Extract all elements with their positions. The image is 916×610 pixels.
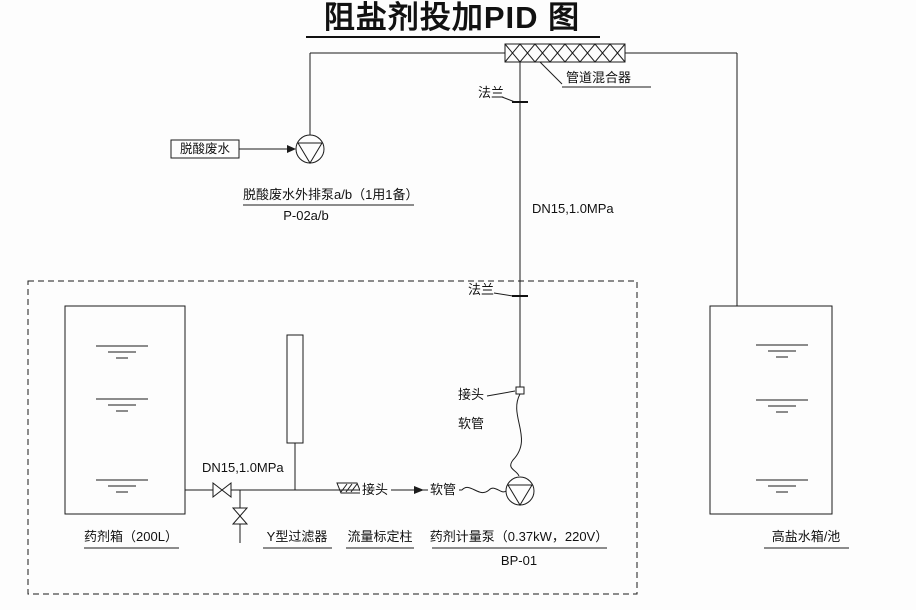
pipe-mixer-symbol (504, 43, 626, 85)
label-calibration-column: 流量标定柱 (347, 529, 412, 544)
flange-top-symbol (501, 96, 528, 103)
label-flange-top: 法兰 (478, 85, 504, 100)
calibration-column-symbol (286, 334, 304, 444)
label-flange-mid: 法兰 (468, 282, 494, 297)
chemical-tank-symbol (64, 305, 186, 515)
label-hose-suction: 软管 (430, 482, 456, 497)
liquid-level-marks (96, 345, 148, 493)
feed-stream-tag (170, 139, 296, 159)
flow-arrowhead (287, 145, 296, 153)
label-feed-pump-name: 脱酸废水外排泵a/b（1用1备） (243, 187, 419, 202)
label-hose-riser: 软管 (458, 416, 484, 431)
label-joint-suction: 接头 (362, 482, 388, 497)
y-strainer-symbol (336, 482, 362, 494)
label-salt-tank: 高盐水箱/池 (772, 529, 841, 544)
label-joint-riser: 接头 (458, 387, 484, 402)
label-feed-stream: 脱酸废水 (180, 141, 231, 156)
label-bg (360, 482, 391, 497)
mixer-leader-line (539, 61, 563, 85)
label-feed-pump-tag: P-02a/b (283, 208, 329, 223)
hose-riser-line (510, 393, 523, 477)
dosing-skid-boundary (27, 280, 638, 595)
label-dn15-riser: DN15,1.0MPa (532, 201, 614, 216)
page-title: 阻盐剂投加PID 图 (324, 0, 580, 35)
label-y-strainer: Y型过滤器 (267, 529, 328, 544)
metering-pump-symbol (505, 476, 535, 506)
hose-suction-line (461, 486, 507, 494)
joint-riser-symbol (486, 386, 525, 397)
salt-water-tank-symbol (709, 305, 833, 515)
flange-mid-symbol (493, 292, 528, 297)
isolation-valve-symbol (212, 481, 232, 499)
label-chem-tank: 药剂箱（200L） (84, 529, 178, 544)
label-metering-pump-tag: BP-01 (501, 553, 537, 568)
feed-pump-symbol (295, 134, 325, 164)
drain-valve-symbol (231, 507, 249, 525)
label-pipe-mixer: 管道混合器 (566, 70, 631, 85)
label-bg (428, 482, 459, 497)
label-metering-pump-name: 药剂计量泵（0.37kW，220V） (430, 529, 608, 544)
flow-arrowhead (414, 486, 424, 494)
liquid-level-marks (756, 344, 808, 493)
label-dn15-suction: DN15,1.0MPa (202, 460, 284, 475)
